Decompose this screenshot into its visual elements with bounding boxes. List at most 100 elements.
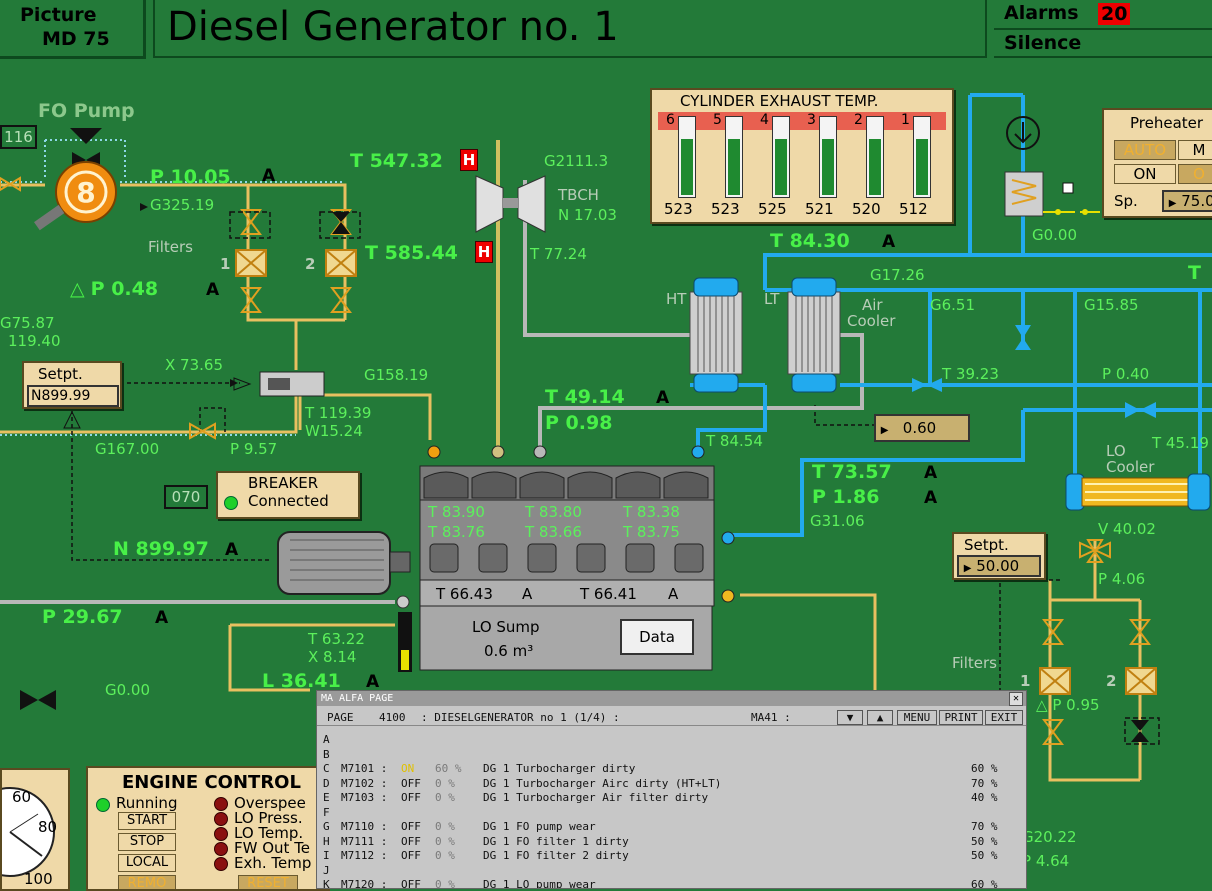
- cylinder-temp-value: 520: [852, 200, 881, 218]
- lube-t: T 63.22: [308, 630, 365, 648]
- ma-alfa-row-key: E: [323, 791, 330, 804]
- lo-temp-setpoint-panel[interactable]: Setpt. ▶ 50.00: [952, 532, 1046, 580]
- preheater-manual-button[interactable]: M: [1178, 140, 1212, 160]
- preheater-auto-button[interactable]: AUTO: [1114, 140, 1176, 160]
- lo-temp-mode: A: [924, 463, 938, 483]
- breaker-id-box[interactable]: 070: [164, 485, 208, 509]
- stop-button[interactable]: STOP: [118, 833, 176, 851]
- breaker-status-lamp: [224, 496, 238, 510]
- ma-alfa-row-state: OFF: [401, 834, 421, 848]
- page-down-icon[interactable]: ▼: [837, 710, 863, 725]
- alarms-count-badge: 20: [1098, 3, 1131, 25]
- lo-bottom-flow: G20.22: [1022, 828, 1077, 846]
- page-title: Diesel Generator no. 1: [167, 4, 619, 50]
- air-cooler-top-temp: T 84.30: [770, 230, 850, 252]
- ma-alfa-print-button[interactable]: PRINT: [939, 710, 983, 725]
- cylinder-temp-bar: [772, 116, 790, 198]
- ma-alfa-row-value: 70 %: [971, 820, 998, 833]
- ma-alfa-row-pct: 0 %: [435, 834, 455, 848]
- lube-g: G0.00: [105, 681, 151, 699]
- alarm-label: Exh. Temp: [234, 854, 312, 872]
- preheater-sp-value[interactable]: ▶ 75.0: [1162, 190, 1212, 212]
- fo-filter-dp-mode: A: [206, 280, 220, 300]
- gauge-tick-80: 80: [38, 818, 58, 836]
- lo-setpoint-label: Setpt.: [964, 536, 1009, 554]
- ma-alfa-row-value: 50 %: [971, 834, 998, 848]
- preheater-panel: Preheater AUTO M ON O Sp. ▶ 75.0: [1102, 108, 1212, 218]
- engine-temp-4: T 83.76: [428, 523, 485, 541]
- ma-alfa-menu-button[interactable]: MENU: [897, 710, 937, 725]
- engine-temp-3: T 83.38: [623, 503, 680, 521]
- air-cooler-line-pressure: P 0.40: [1102, 365, 1150, 383]
- data-button[interactable]: Data: [620, 619, 694, 655]
- speed-setpoint-panel[interactable]: Setpt. N899.99: [22, 361, 122, 409]
- ma-alfa-row-pct: 0 %: [435, 791, 455, 804]
- ma-alfa-row-key: H: [323, 834, 330, 848]
- ma-alfa-row-state: OFF: [401, 791, 421, 804]
- ma-alfa-toolbar: PAGE 4100 : DIESELGENERATOR no 1 (1/4) :…: [317, 709, 1026, 726]
- ma-alfa-row-desc: DG 1 Turbocharger Air filter dirty: [483, 791, 709, 804]
- preheater-on-button[interactable]: ON: [1114, 164, 1176, 184]
- alarms-button[interactable]: Alarms 20: [994, 0, 1212, 30]
- ma-alfa-page-title: : DIESELGENERATOR no 1 (1/4) :: [421, 711, 620, 724]
- remote-button[interactable]: REMO: [118, 875, 176, 889]
- fo-pump-id-box[interactable]: 116: [0, 125, 37, 149]
- alarm-lamp: [214, 812, 228, 826]
- lo-temp: T 73.57: [812, 461, 892, 483]
- fo-pressure: P 10.05: [150, 166, 231, 188]
- ma-alfa-row-pct: 0 %: [435, 849, 455, 862]
- running-label: Running: [116, 794, 178, 812]
- breaker-panel[interactable]: BREAKER Connected: [216, 471, 360, 519]
- gauge-tick-60: 60: [12, 788, 32, 806]
- ht-label: HT: [666, 290, 687, 308]
- ma-alfa-row-value: 60 %: [971, 878, 998, 888]
- charge-air-mode: A: [656, 388, 670, 408]
- alarm-label: LO Press.: [234, 809, 303, 827]
- cylinder-temp-bar: [678, 116, 696, 198]
- local-button[interactable]: LOCAL: [118, 854, 176, 872]
- reset-button[interactable]: RESET: [238, 875, 298, 889]
- air-cooler-top-mode: A: [882, 232, 896, 252]
- lo-filters-label: Filters: [952, 654, 997, 672]
- speed-setpoint-value[interactable]: N899.99: [27, 385, 119, 407]
- ma-alfa-row-pct: 0 %: [435, 776, 455, 790]
- ma-alfa-row-desc: DG 1 FO filter 1 dirty: [483, 834, 629, 848]
- preheater-title: Preheater: [1130, 114, 1204, 132]
- governor-p: P 9.57: [230, 440, 278, 458]
- alarm-lamp: [214, 797, 228, 811]
- ma-alfa-row-key: D: [323, 776, 330, 790]
- lo-pressure: P 1.86: [812, 486, 880, 508]
- preheater-off-button[interactable]: O: [1178, 164, 1212, 184]
- alarms-label: Alarms: [1004, 2, 1079, 24]
- turbo-air-temp: T 77.24: [530, 245, 587, 263]
- ma-alfa-row-key: B: [323, 747, 330, 761]
- ma-alfa-row-desc: DG 1 FO pump wear: [483, 820, 596, 833]
- cylinder-temp-bar: [866, 116, 884, 198]
- cylinder-number: 2: [854, 112, 863, 128]
- engine-temp-1: T 83.90: [428, 503, 485, 521]
- ma-alfa-close-icon[interactable]: ✕: [1009, 692, 1023, 706]
- running-lamp: [96, 798, 110, 812]
- lo-pressure-mode: A: [924, 488, 938, 508]
- ma-alfa-row-key: F: [323, 805, 330, 819]
- silence-button[interactable]: Silence: [994, 30, 1212, 58]
- lo-filter-2-label: 2: [1106, 672, 1117, 690]
- cylinder-temp-bar: [725, 116, 743, 198]
- lo-setpoint-value[interactable]: ▶ 50.00: [957, 555, 1041, 577]
- ma-alfa-titlebar: MA ALFA PAGE: [317, 691, 1026, 706]
- ma-alfa-row-pct: 60 %: [435, 762, 462, 775]
- ma-alfa-exit-button[interactable]: EXIT: [985, 710, 1023, 725]
- preheater-sp-label: Sp.: [1114, 192, 1138, 210]
- air-cooler-controller-output[interactable]: ▶ 0.60: [874, 414, 970, 442]
- start-button[interactable]: START: [118, 812, 176, 830]
- page-up-icon[interactable]: ▲: [867, 710, 893, 725]
- cylinder-number: 6: [666, 112, 675, 128]
- cylinder-number: 5: [713, 112, 722, 128]
- cylinder-temp-bar: [819, 116, 837, 198]
- title-bar: Diesel Generator no. 1: [153, 0, 987, 58]
- speed-gauge: 60 80 100: [0, 768, 70, 891]
- ma-alfa-row-key: C: [323, 762, 330, 775]
- fo-filter-dp: △ P 0.48: [70, 278, 159, 300]
